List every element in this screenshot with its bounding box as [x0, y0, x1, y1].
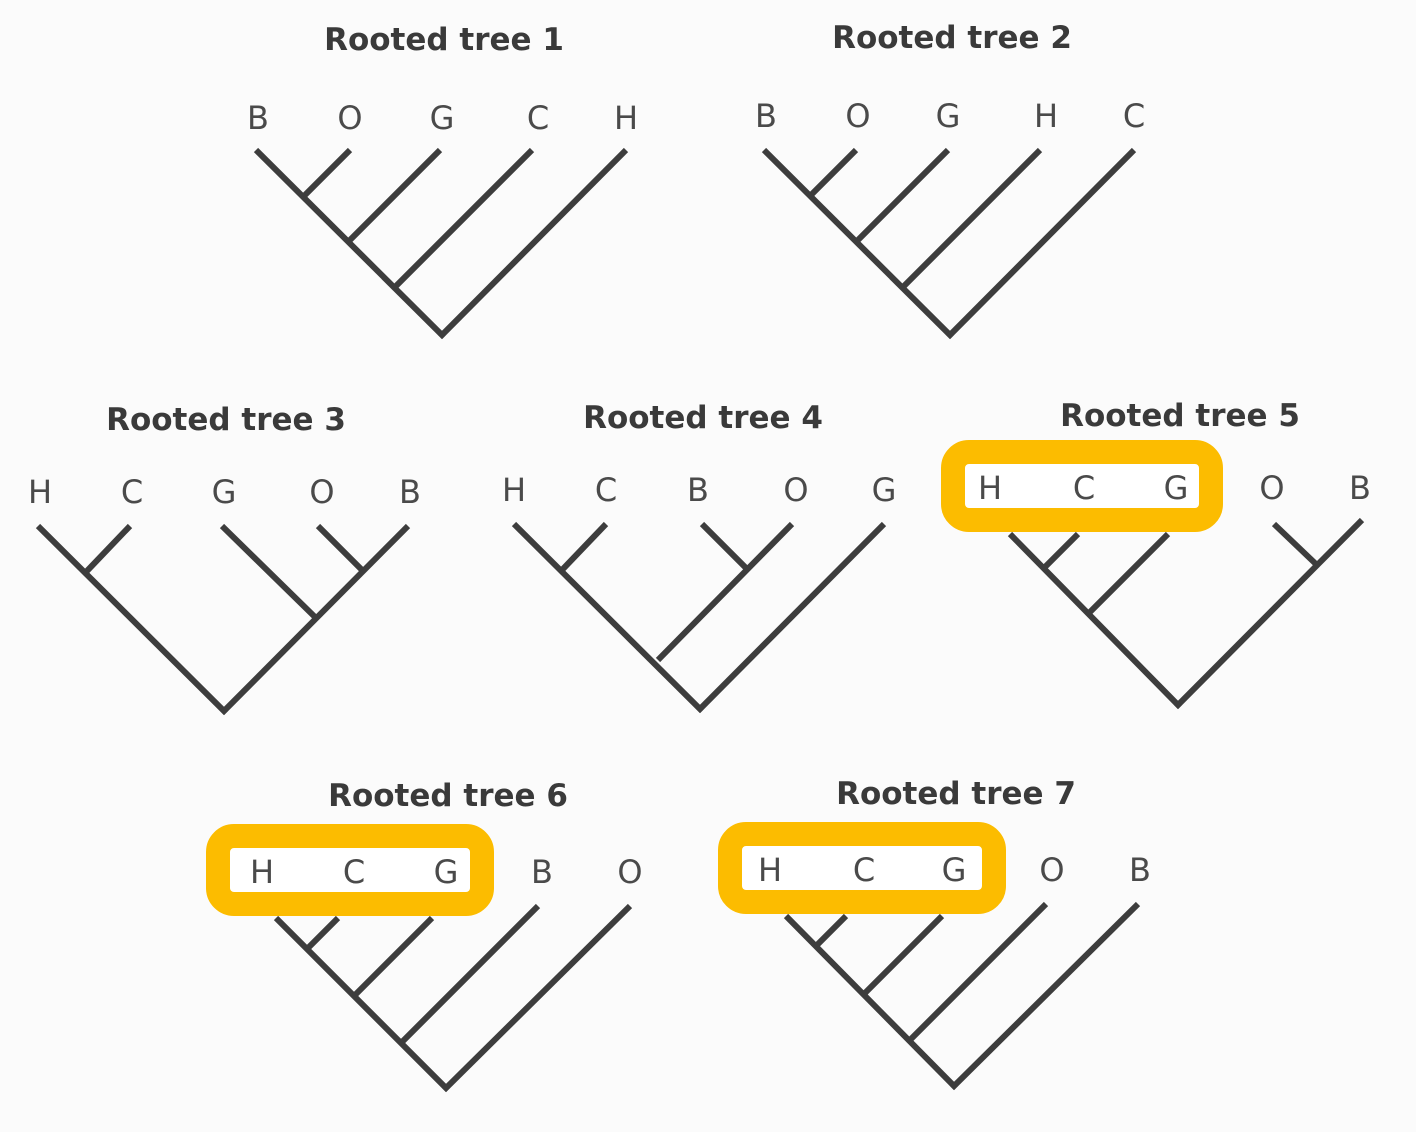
- leaf-label: O: [337, 99, 362, 137]
- leaf-label: B: [755, 97, 777, 135]
- leaf-label: O: [617, 853, 642, 891]
- leaf-label: H: [758, 851, 782, 889]
- leaf-label: O: [1259, 469, 1284, 507]
- leaf-label: G: [936, 97, 961, 135]
- leaf-label: G: [1164, 469, 1189, 507]
- leaf-label: B: [1349, 469, 1371, 507]
- leaf-label: O: [845, 97, 870, 135]
- leaf-label: H: [1034, 97, 1058, 135]
- leaf-label: C: [527, 99, 549, 137]
- leaf-label: O: [783, 471, 808, 509]
- leaf-label: C: [1123, 97, 1145, 135]
- leaf-label: C: [121, 473, 143, 511]
- leaf-label: H: [28, 473, 52, 511]
- rooted-tree-3: Rooted tree 3 H C G O B: [28, 402, 421, 716]
- tree-branches: [1007, 517, 1365, 710]
- tree-branches: [35, 523, 411, 716]
- leaf-label: B: [687, 471, 709, 509]
- leaf-label: B: [399, 473, 421, 511]
- leaf-label: B: [531, 853, 553, 891]
- highlight-box: [206, 824, 494, 916]
- highlight-box: [718, 822, 1006, 914]
- leaf-label: G: [212, 473, 237, 511]
- leaf-label: B: [247, 99, 269, 137]
- tree-title: Rooted tree 6: [328, 778, 568, 814]
- leaf-label: H: [614, 99, 638, 137]
- leaf-label: H: [978, 469, 1002, 507]
- tree-branches: [761, 147, 1137, 340]
- highlight-box: [941, 440, 1223, 532]
- tree-title: Rooted tree 4: [583, 400, 823, 436]
- tree-title: Rooted tree 1: [324, 22, 564, 58]
- tree-branches: [783, 901, 1141, 1091]
- leaf-label: C: [595, 471, 617, 509]
- rooted-tree-2: Rooted tree 2 B O G H C: [755, 20, 1145, 340]
- leaf-label: O: [1039, 851, 1064, 889]
- tree-title: Rooted tree 7: [836, 776, 1076, 812]
- tree-title: Rooted tree 5: [1060, 398, 1300, 434]
- leaf-label: G: [434, 853, 459, 891]
- rooted-tree-6: Rooted tree 6 H C G B O: [206, 778, 643, 1093]
- rooted-tree-7: Rooted tree 7 H C G O B: [718, 776, 1151, 1091]
- leaf-label: C: [343, 853, 365, 891]
- leaf-label: H: [502, 471, 526, 509]
- leaf-label: H: [250, 853, 274, 891]
- tree-title: Rooted tree 2: [832, 20, 1072, 56]
- leaf-label: G: [430, 99, 455, 137]
- leaf-label: C: [1073, 469, 1095, 507]
- leaf-label: G: [942, 851, 967, 889]
- rooted-tree-1: Rooted tree 1 B O G C H: [247, 22, 638, 340]
- tree-branches: [511, 521, 887, 714]
- leaf-label: G: [872, 471, 897, 509]
- leaf-label: O: [309, 473, 334, 511]
- leaf-label: B: [1129, 851, 1151, 889]
- tree-branches: [253, 147, 629, 340]
- leaf-label: C: [853, 851, 875, 889]
- tree-title: Rooted tree 3: [106, 402, 346, 438]
- rooted-tree-4: Rooted tree 4 H C B O G: [502, 400, 897, 714]
- tree-branches: [273, 903, 633, 1093]
- rooted-tree-5: Rooted tree 5 H C G O B: [941, 398, 1371, 710]
